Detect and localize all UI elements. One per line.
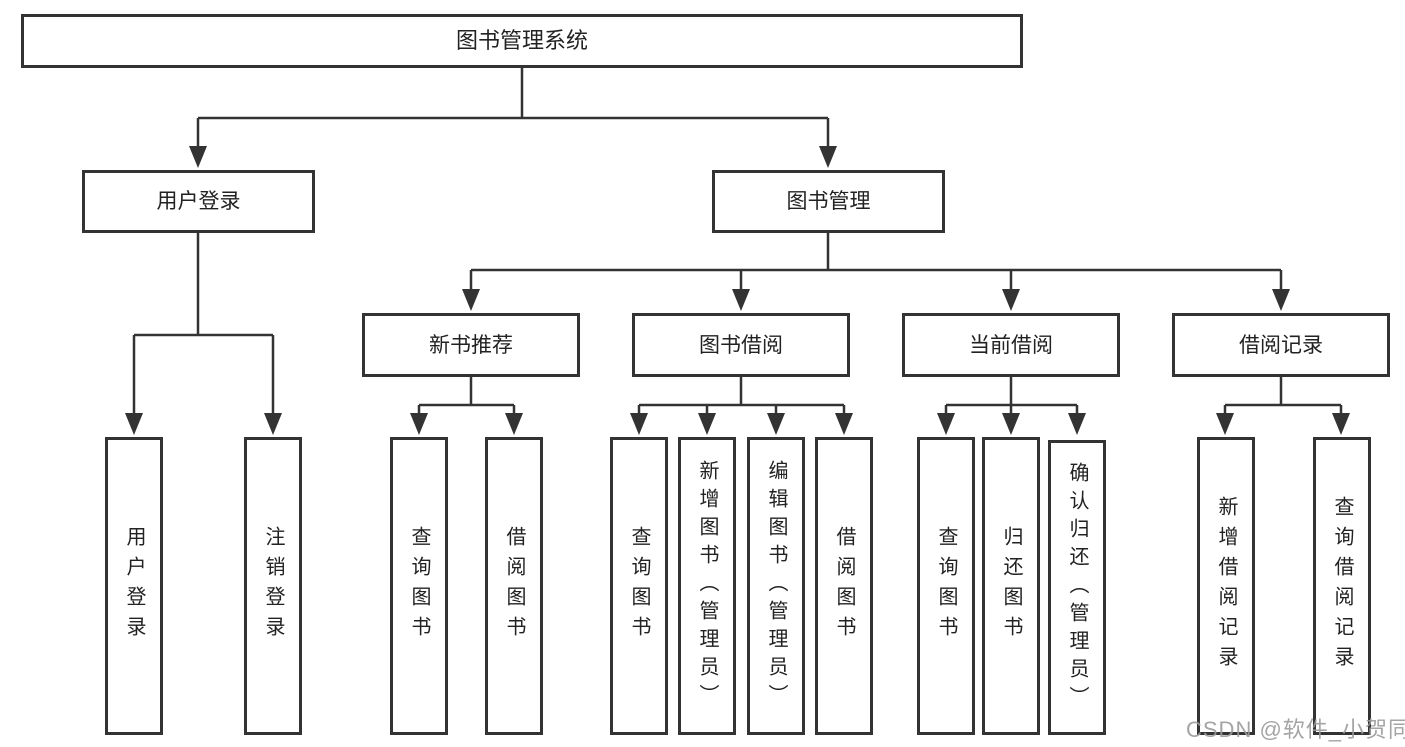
node-borrow-records: 借阅记录	[1172, 313, 1390, 377]
node-root: 图书管理系统	[21, 14, 1023, 68]
node-leaf-borrow-books: 借阅图书	[815, 437, 873, 735]
node-leaf-confirm-return-admin: 确认归还（管理员）	[1048, 440, 1106, 735]
node-leaf-query-borrow-record: 查询借阅记录	[1313, 437, 1371, 735]
csdn-watermark: CSDN @软件_小贺同学	[1186, 717, 1405, 742]
node-leaf-query-books-borrow: 查询图书	[610, 437, 668, 735]
node-leaf-query-books-recommend: 查询图书	[390, 437, 448, 735]
node-leaf-return-book: 归还图书	[982, 437, 1040, 735]
connector-strokes	[132, 68, 1343, 413]
node-leaf-add-borrow-record: 新增借阅记录	[1197, 437, 1255, 735]
node-book-management: 图书管理	[712, 170, 945, 233]
arrowheads	[125, 146, 1350, 435]
node-user-login: 用户登录	[82, 170, 315, 233]
node-new-book-recommend: 新书推荐	[362, 313, 580, 377]
node-leaf-edit-book-admin: 编辑图书（管理员）	[747, 437, 805, 735]
node-current-borrow: 当前借阅	[902, 313, 1120, 377]
node-leaf-user-login: 用户登录	[105, 437, 163, 735]
node-leaf-query-books-current: 查询图书	[917, 437, 975, 735]
node-leaf-logout: 注销登录	[244, 437, 302, 735]
node-book-borrow: 图书借阅	[632, 313, 850, 377]
node-leaf-add-book-admin: 新增图书（管理员）	[678, 437, 736, 735]
node-leaf-borrow-books-recommend: 借阅图书	[485, 437, 543, 735]
